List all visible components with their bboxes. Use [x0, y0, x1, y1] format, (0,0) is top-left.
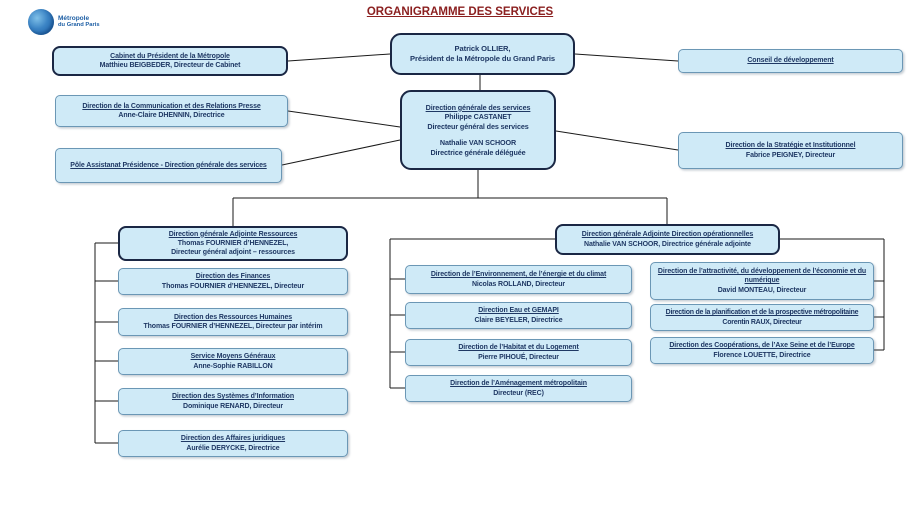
- node-heading: Direction de la Stratégie et Institution…: [725, 142, 856, 150]
- node-line: Anne-Sophie RABILLON: [193, 362, 273, 370]
- node-ressources-humaines: Direction des Ressources Humaines Thomas…: [118, 308, 348, 336]
- metropole-grand-paris-logo: Métropole du Grand Paris: [28, 9, 100, 35]
- node-line: Patrick OLLIER,: [454, 43, 511, 53]
- node-heading: Direction de la Communication et des Rel…: [82, 102, 261, 110]
- page-title: ORGANIGRAMME DES SERVICES: [366, 6, 554, 18]
- node-line: Fabrice PEIGNEY, Directeur: [745, 151, 836, 159]
- node-heading: Direction générale Adjointe Ressources: [168, 230, 298, 238]
- node-line: Philippe CASTANET: [444, 112, 512, 122]
- node-heading: Direction de l’attractivité, du développ…: [657, 268, 867, 285]
- node-line: Matthieu BEIGBEDER, Directeur de Cabinet: [99, 62, 241, 69]
- node-finances: Direction des Finances Thomas FOURNIER d…: [118, 268, 348, 295]
- node-conseil-developpement: Conseil de développement: [678, 49, 903, 73]
- node-heading: Pôle Assistanat Présidence - Direction g…: [70, 161, 267, 169]
- node-line: David MONTEAU, Directeur: [717, 286, 807, 294]
- node-pole-assistanat: Pôle Assistanat Présidence - Direction g…: [55, 148, 282, 183]
- node-line: Directeur (REC): [493, 389, 544, 397]
- node-line: Dominique RENARD, Directeur: [183, 402, 283, 410]
- node-line: Pierre PIHOUÉ, Directeur: [478, 353, 559, 361]
- node-dga-ressources: Direction générale Adjointe Ressources T…: [118, 226, 348, 261]
- node-environnement: Direction de l’Environnement, de l’énerg…: [405, 265, 632, 294]
- node-line: Nathalie VAN SCHOOR: [439, 138, 517, 148]
- node-line: Nicolas ROLLAND, Directeur: [471, 280, 566, 288]
- node-heading: Direction des Coopérations, de l’Axe Sei…: [669, 342, 855, 350]
- logo-line1: Métropole: [58, 14, 90, 22]
- node-heading: Cabinet du Président de la Métropole: [110, 52, 230, 60]
- node-eau-gemapi: Direction Eau et GEMAPI Claire BEYELER, …: [405, 302, 632, 329]
- node-heading: Direction Eau et GEMAPI: [478, 307, 559, 315]
- node-line: Nathalie VAN SCHOOR, Directrice générale…: [584, 240, 751, 248]
- node-line: Thomas FOURNIER d’HENNEZEL, Directeur pa…: [143, 323, 323, 330]
- node-line: Aurélie DERYCKE, Directrice: [186, 444, 280, 452]
- spacer: [406, 131, 550, 138]
- node-moyens-generaux: Service Moyens Généraux Anne-Sophie RABI…: [118, 348, 348, 375]
- node-heading: Direction de l’Aménagement métropolitain: [450, 380, 587, 388]
- node-heading: Direction de l’Habitat et du Logement: [458, 344, 579, 352]
- node-communication: Direction de la Communication et des Rel…: [55, 95, 288, 127]
- node-heading: Direction des Affaires juridiques: [180, 435, 286, 443]
- node-strategie: Direction de la Stratégie et Institution…: [678, 132, 903, 169]
- node-heading: Direction de l’Environnement, de l’énerg…: [430, 271, 607, 279]
- logo-globe-icon: [28, 9, 54, 35]
- node-heading: Direction des Ressources Humaines: [173, 313, 293, 321]
- node-line: Directrice générale déléguée: [430, 147, 526, 157]
- node-heading: Service Moyens Généraux: [190, 353, 276, 361]
- node-heading: Direction générale Adjointe Direction op…: [581, 231, 754, 239]
- node-line: Directeur général des services: [427, 121, 529, 131]
- node-systemes-information: Direction des Systèmes d’Information Dom…: [118, 388, 348, 415]
- node-dga-operationnelles: Direction générale Adjointe Direction op…: [555, 224, 780, 255]
- node-heading: Direction générale des services: [425, 102, 531, 112]
- node-amenagement: Direction de l’Aménagement métropolitain…: [405, 375, 632, 402]
- node-heading: Direction de la planification et de la p…: [665, 309, 859, 317]
- node-line: Thomas FOURNIER d’HENNEZEL, Directeur: [161, 282, 305, 290]
- node-president: Patrick OLLIER, Président de la Métropol…: [390, 33, 575, 75]
- node-line: Corentin RAUX, Directeur: [722, 318, 802, 326]
- node-line: Florence LOUETTE, Directrice: [713, 351, 811, 359]
- logo-line2: du Grand Paris: [58, 22, 100, 29]
- node-affaires-juridiques: Direction des Affaires juridiques Auréli…: [118, 430, 348, 457]
- node-attractivite: Direction de l’attractivité, du développ…: [650, 262, 874, 300]
- node-cooperations: Direction des Coopérations, de l’Axe Sei…: [650, 337, 874, 364]
- node-line: Directeur général adjoint – ressources: [171, 249, 295, 257]
- node-line: Anne-Claire DHENNIN, Directrice: [118, 112, 225, 119]
- node-heading: Direction des Finances: [195, 273, 271, 281]
- node-line: Président de la Métropole du Grand Paris: [410, 54, 555, 63]
- node-heading: Conseil de développement: [747, 57, 834, 65]
- node-line: Claire BEYELER, Directrice: [474, 316, 563, 324]
- node-line: Thomas FOURNIER d’HENNEZEL,: [177, 239, 289, 247]
- logo-text: Métropole du Grand Paris: [58, 15, 100, 29]
- node-dgs: Direction générale des services Philippe…: [400, 90, 556, 170]
- node-cabinet: Cabinet du Président de la Métropole Mat…: [52, 46, 288, 76]
- node-heading: Direction des Systèmes d’Information: [171, 393, 295, 401]
- node-planification: Direction de la planification et de la p…: [650, 304, 874, 331]
- node-habitat-logement: Direction de l’Habitat et du Logement Pi…: [405, 339, 632, 366]
